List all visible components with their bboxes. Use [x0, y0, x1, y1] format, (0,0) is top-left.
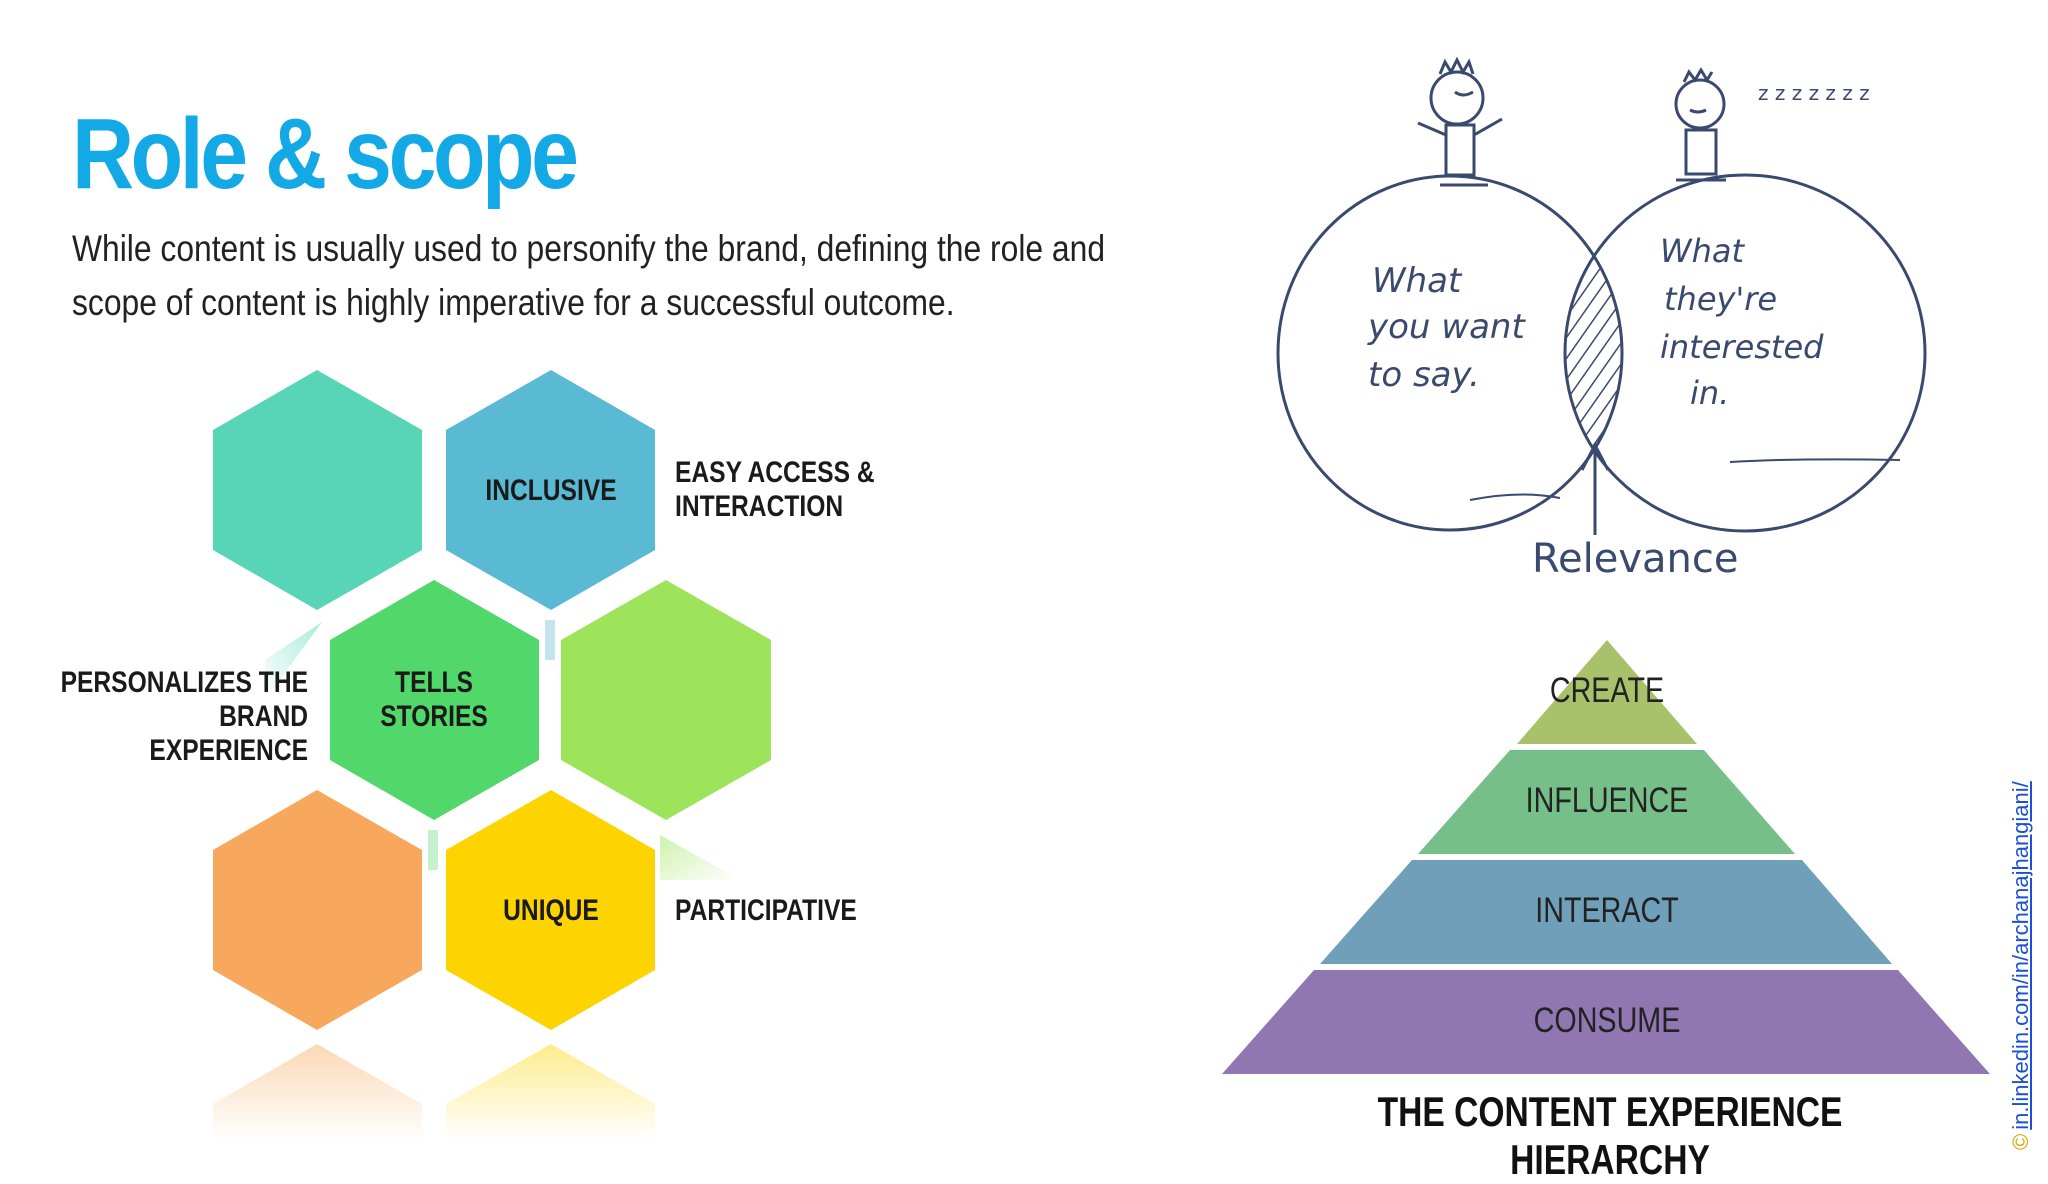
relevance-label: Relevance [1532, 536, 1738, 582]
pyramid-level-interact [1320, 860, 1892, 964]
hexagon-orange [213, 790, 422, 1030]
hexagon-reflection [446, 1044, 655, 1140]
hexagon-lime [561, 580, 771, 820]
right-circle [1563, 173, 1927, 533]
hexagon-label-unique: UNIQUE [503, 894, 599, 927]
relevance-cartoon: z z z z z z z What you want to say. What… [1276, 56, 1927, 582]
connector-bar [428, 830, 438, 870]
slide-subtitle: While content is usually used to personi… [72, 228, 1106, 323]
content-hierarchy-pyramid [1222, 640, 1990, 1074]
snore-text: z z z z z z z [1758, 81, 1870, 105]
connector-wedge [660, 835, 740, 880]
relevance-arrow [1580, 441, 1610, 535]
pyramid-level-create [1517, 640, 1697, 744]
pyramid-title: THE CONTENT EXPERIENCE HIERARCHY [1377, 1088, 1843, 1183]
sleeping-person-icon [1674, 67, 1726, 182]
pyramid-level-influence [1418, 750, 1795, 854]
ground-scribble [1469, 458, 1901, 501]
hexagon-label-inclusive: INCLUSIVE [485, 474, 617, 507]
right-circle-text: What they're interested in. [1660, 232, 1834, 412]
hexagon-teal [213, 370, 422, 610]
pyramid-label-consume: CONSUME [1533, 1001, 1681, 1040]
side-label-personalizes: PERSONALIZES THE BRAND EXPERIENCE [60, 666, 308, 767]
hexagon-inclusive [446, 370, 655, 610]
pyramid-label-interact: INTERACT [1535, 891, 1679, 930]
hexagon-unique [446, 790, 655, 1030]
hexagon-label-tells-stories: TELLS STORIES [380, 666, 488, 733]
side-label-easy-access: EASY ACCESS & INTERACTION [675, 456, 875, 523]
linkedin-link[interactable]: in.linkedin.com/in/archanajhangiani/ [2008, 781, 2033, 1130]
hexagon-diagram [213, 370, 771, 1140]
slide-title: Role & scope [72, 98, 579, 210]
pyramid-label-influence: INFLUENCE [1525, 781, 1689, 820]
hexagon-reflection [213, 1044, 422, 1140]
hexagon-tells-stories [330, 580, 539, 820]
credit-link[interactable]: © in.linkedin.com/in/archanajhangiani/ [2008, 781, 2034, 1150]
pyramid-level-consume [1222, 970, 1990, 1074]
side-label-participative: PARTICIPATIVE [675, 894, 857, 927]
talking-person-icon [1417, 56, 1503, 187]
connector-bar [545, 620, 555, 660]
pyramid-label-create: CREATE [1549, 671, 1665, 710]
copyright-symbol: © [2008, 1133, 2033, 1150]
connector-wedge [265, 622, 322, 700]
left-circle-text: What you want to say. [1367, 261, 1536, 395]
